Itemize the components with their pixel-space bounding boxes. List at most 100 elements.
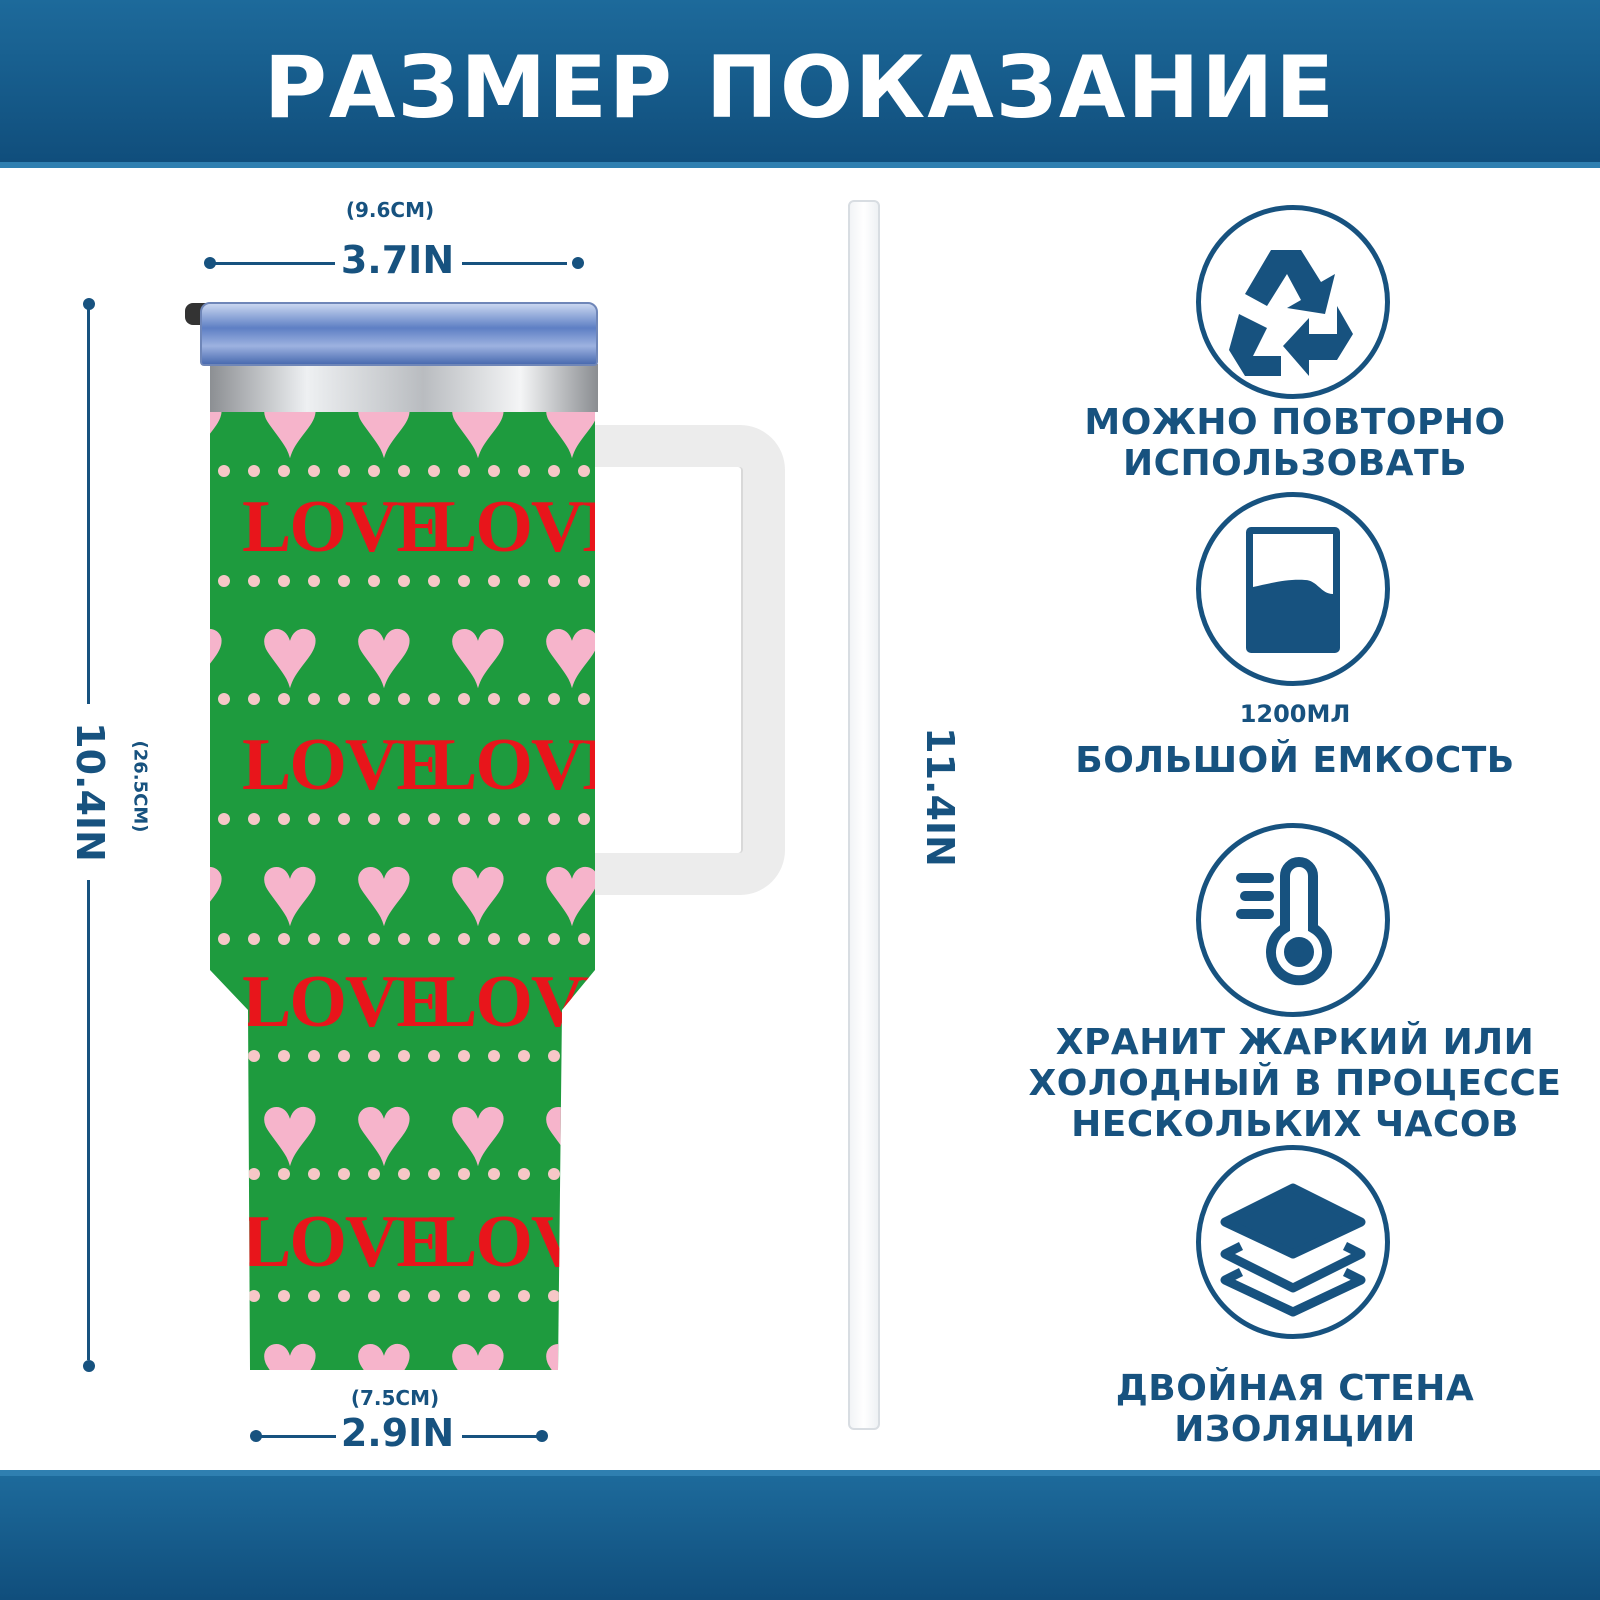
print-dot	[338, 575, 350, 587]
print-dot	[398, 465, 410, 477]
print-heart: ♥	[447, 1309, 509, 1370]
dimension-line	[462, 262, 567, 265]
print-dot	[458, 575, 470, 587]
print-heart: ♥	[210, 838, 227, 942]
print-dot	[278, 465, 290, 477]
print-dot	[548, 693, 560, 705]
print-love-text: LOVE	[242, 961, 446, 1043]
print-dot	[458, 1050, 470, 1062]
print-dot	[398, 1050, 410, 1062]
print-dot	[338, 1168, 350, 1180]
print-dot	[548, 1290, 560, 1302]
print-dot	[428, 1168, 440, 1180]
print-love-text: LOVE	[428, 724, 595, 806]
print-dot	[578, 933, 590, 945]
print-dot	[338, 1290, 350, 1302]
print-dot	[368, 465, 380, 477]
print-dot	[488, 1290, 500, 1302]
height-cm: (26.5CM)	[129, 740, 151, 833]
print-dot	[488, 1168, 500, 1180]
print-love-text: LOVE	[242, 724, 446, 806]
print-love-text: LOVE	[428, 486, 595, 568]
print-dot	[518, 465, 530, 477]
print-heart: ♥	[541, 594, 595, 710]
print-heart: ♥	[259, 1072, 321, 1188]
print-dot	[458, 693, 470, 705]
print-dot	[218, 1050, 230, 1062]
print-dot	[218, 813, 230, 825]
print-dot	[458, 1290, 470, 1302]
layers-icon	[1196, 1145, 1390, 1339]
tumbler-steel-rim	[210, 364, 598, 412]
print-dot	[248, 933, 260, 945]
print-dot	[518, 1050, 530, 1062]
print-dot	[518, 813, 530, 825]
print-dot	[218, 465, 230, 477]
print-dot	[578, 465, 590, 477]
print-dot	[308, 813, 320, 825]
print-heart: ♥	[353, 410, 415, 480]
print-heart: ♥	[210, 410, 227, 474]
print-dot	[428, 693, 440, 705]
print-dot	[488, 465, 500, 477]
print-dot	[248, 575, 260, 587]
print-dot	[248, 1050, 260, 1062]
dimension-line	[87, 880, 90, 1360]
print-dot	[368, 813, 380, 825]
print-dot	[518, 933, 530, 945]
print-dot	[488, 813, 500, 825]
print-dot	[488, 933, 500, 945]
print-dot	[398, 575, 410, 587]
print-dot	[278, 575, 290, 587]
dimension-endpoint	[572, 257, 584, 269]
print-dot	[278, 1168, 290, 1180]
print-dot	[518, 1168, 530, 1180]
print-dot	[488, 1050, 500, 1062]
print-love-text: LOVE	[428, 1201, 595, 1283]
print-dot	[308, 1050, 320, 1062]
print-dot	[248, 465, 260, 477]
print-dot	[578, 1050, 590, 1062]
print-dot	[488, 693, 500, 705]
print-dot	[308, 693, 320, 705]
print-dot	[428, 1290, 440, 1302]
print-dot	[218, 575, 230, 587]
recycle-icon	[1196, 205, 1390, 399]
print-dot	[548, 933, 560, 945]
top-width-cm: (9.6CM)	[345, 198, 435, 222]
cup-capacity-icon	[1196, 492, 1390, 686]
dimension-line	[87, 304, 90, 704]
bottom-width-cm: (7.5CM)	[350, 1386, 440, 1410]
print-heart: ♥	[447, 594, 509, 710]
print-love-text: LOVE	[242, 486, 446, 568]
print-dot	[398, 813, 410, 825]
dimension-line	[462, 1435, 537, 1438]
print-dot	[248, 813, 260, 825]
print-dot	[398, 1290, 410, 1302]
print-dot	[218, 1168, 230, 1180]
print-dot	[308, 933, 320, 945]
print-dot	[308, 465, 320, 477]
print-dot	[548, 465, 560, 477]
print-dot	[518, 1290, 530, 1302]
print-heart: ♥	[210, 600, 227, 704]
print-dot	[308, 575, 320, 587]
print-dot	[548, 575, 560, 587]
feature-label-capacity: БОЛЬШОЙ ЕМКОСТЬ	[1075, 740, 1515, 781]
print-dot	[248, 1290, 260, 1302]
print-dot	[578, 575, 590, 587]
print-dot	[338, 813, 350, 825]
print-heart: ♥	[353, 1309, 415, 1370]
print-dot	[248, 693, 260, 705]
print-dot	[308, 1290, 320, 1302]
print-heart: ♥	[210, 1078, 227, 1182]
print-dot	[338, 933, 350, 945]
print-heart: ♥	[541, 410, 595, 480]
print-dot	[248, 1168, 260, 1180]
print-dot	[458, 1168, 470, 1180]
print-dot	[398, 933, 410, 945]
print-dot	[398, 1168, 410, 1180]
dimension-endpoint	[83, 1360, 95, 1372]
height-in: 10.4IN	[68, 722, 112, 862]
feature-label-temperature: ХРАНИТ ЖАРКИЙ ИЛИ ХОЛОДНЫЙ В ПРОЦЕССЕ НЕ…	[1028, 1022, 1562, 1145]
